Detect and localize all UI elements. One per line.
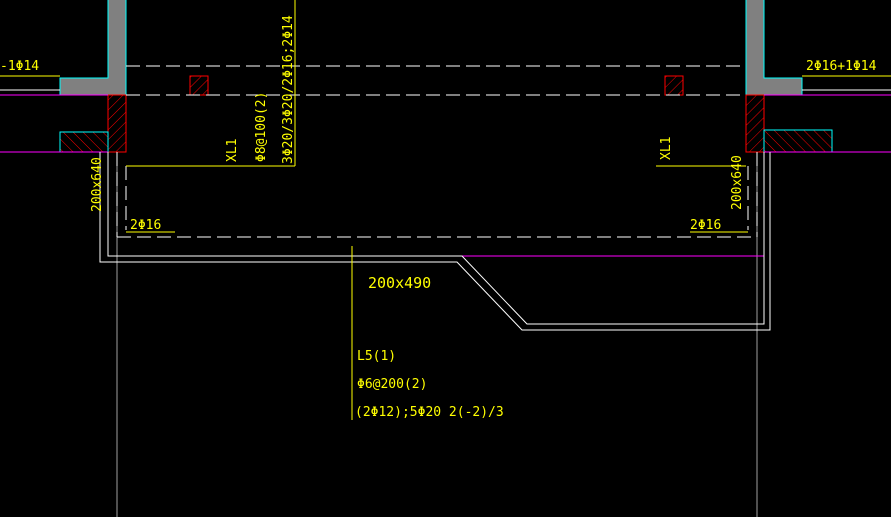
leader-lines [0, 0, 891, 420]
left-column-size-label: 200x640 [90, 157, 105, 212]
top-right-rebar-label: 2Φ16+1Φ14 [806, 59, 877, 74]
left-wall-edge [59, 0, 127, 96]
right-bottom-rebar-label: 2Φ16 [690, 218, 721, 233]
beam-outer-edge [99, 152, 771, 331]
left-bottom-rebar-label: 2Φ16 [130, 218, 161, 233]
right-wall [745, 0, 833, 153]
left-wall-horizontal [60, 78, 126, 95]
left-wall-vertical [108, 0, 126, 95]
right-column-size-label: 200x640 [730, 155, 745, 210]
left-lintel-id-label: XL1 [225, 139, 240, 162]
right-wall-horizontal [746, 78, 802, 95]
beam-outline [99, 152, 771, 331]
right-wall-edge [745, 0, 803, 96]
right-wall-vertical [746, 0, 764, 95]
right-small-column [664, 75, 684, 96]
beam-size-label: 200x490 [368, 274, 431, 292]
top-left-rebar-label: -1Φ14 [0, 59, 39, 74]
beam-stirrup-label: Φ6@200(2) [357, 377, 427, 392]
left-small-column [189, 75, 209, 96]
left-lintel-stirrup-label: Φ8@100(2) [254, 92, 269, 162]
beam-id-label: L5(1) [357, 349, 396, 364]
left-column-section [107, 94, 127, 153]
beam-main-label: (2Φ12);5Φ20 2(-2)/3 [355, 405, 504, 420]
right-wall-stub [763, 129, 833, 153]
right-lintel-id-label: XL1 [659, 137, 674, 160]
left-lintel-main-label: 3Φ20/3Φ20/2Φ16;2Φ14 [281, 15, 296, 164]
left-wall [59, 0, 127, 153]
beam-inner-edge [107, 152, 765, 325]
right-column-section [745, 94, 765, 153]
lintel-band [0, 65, 891, 96]
left-wall-stub [59, 131, 109, 153]
